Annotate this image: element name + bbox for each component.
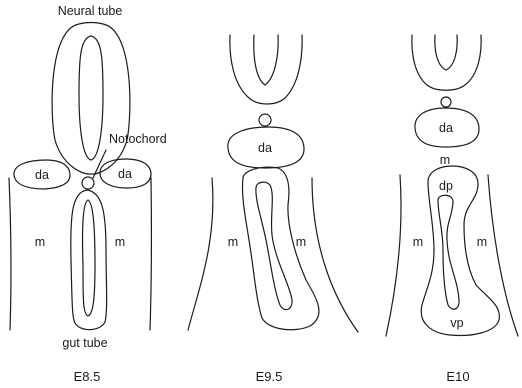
body-wall-left xyxy=(386,175,401,336)
notochord xyxy=(82,177,94,189)
body-wall-right xyxy=(488,175,518,336)
neural-tube-outer xyxy=(52,23,130,175)
stage-label-e8-5: E8.5 xyxy=(74,369,101,384)
neural-tube-outer xyxy=(412,35,481,90)
dorsal-aorta-label: da xyxy=(258,141,272,155)
gut-tube-lumen xyxy=(256,182,292,309)
body-wall-left xyxy=(9,178,11,330)
neural-tube-lumen xyxy=(79,36,103,160)
body-wall-right xyxy=(150,178,151,330)
neural-tube-lumen xyxy=(254,35,278,85)
neural-tube-outer xyxy=(230,35,302,104)
gut-tube-outer xyxy=(71,190,107,330)
stage-label-e9-5: E9.5 xyxy=(256,369,283,384)
dorsal-aorta-label-left: da xyxy=(35,168,49,182)
mesenchyme-label: m xyxy=(296,235,306,249)
mesenchyme-label: m xyxy=(413,235,423,249)
gut-tube-outer xyxy=(421,166,499,335)
mesenchyme-label: m xyxy=(440,153,450,167)
mesenchyme-label: m xyxy=(115,235,125,249)
notochord xyxy=(259,114,271,126)
dorsal-pancreas-label: dp xyxy=(439,179,453,193)
mesenchyme-label: m xyxy=(228,235,238,249)
mesenchyme-label: m xyxy=(35,235,45,249)
ventral-pancreas-label: vp xyxy=(450,316,463,330)
dorsal-aorta-label-right: da xyxy=(118,167,132,181)
notochord-label: Notochord xyxy=(109,132,167,146)
gut-tube-lumen xyxy=(438,195,459,309)
panel-e9-5 xyxy=(188,35,358,332)
dorsal-aorta-label: da xyxy=(439,121,453,135)
body-wall-left xyxy=(188,178,213,330)
stage-label-e10: E10 xyxy=(446,369,469,384)
neural-tube-label: Neural tube xyxy=(58,4,123,18)
neural-tube-lumen xyxy=(435,35,457,70)
gut-tube-lumen xyxy=(83,200,95,316)
mesenchyme-label: m xyxy=(477,235,487,249)
gut-tube-label: gut tube xyxy=(62,336,107,350)
notochord xyxy=(441,97,451,107)
